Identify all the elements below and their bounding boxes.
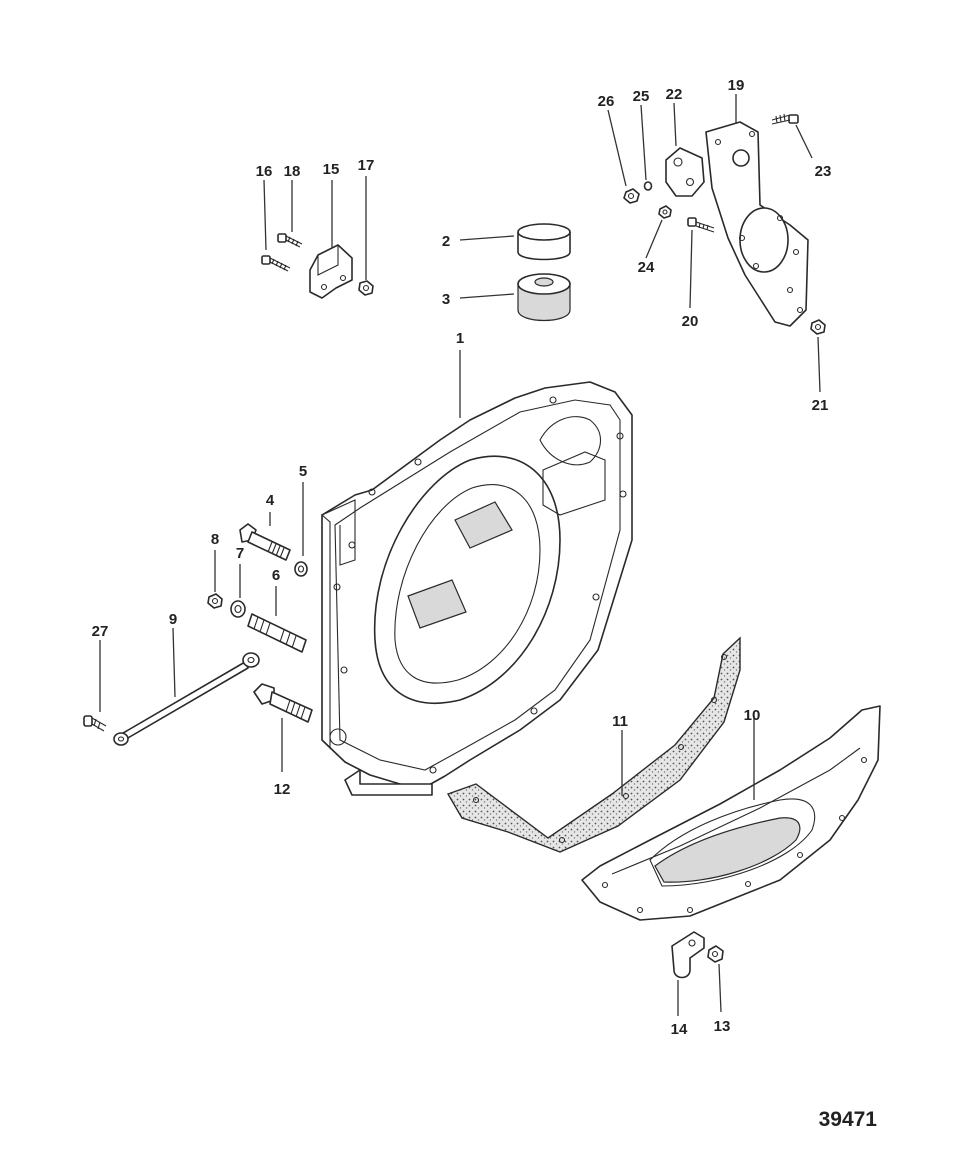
bolt-12 <box>253 683 313 723</box>
washer-5 <box>294 561 308 577</box>
bolt-18 <box>277 233 303 248</box>
callout-16: 16 <box>256 163 273 180</box>
nut-13 <box>707 945 724 963</box>
washer-7 <box>230 600 246 618</box>
callout-25: 25 <box>633 88 650 105</box>
callout-11: 11 <box>612 713 628 730</box>
callout-3: 3 <box>442 291 450 308</box>
gasket-11 <box>446 636 741 853</box>
callout-23: 23 <box>815 163 832 180</box>
callout-14: 14 <box>671 1021 688 1038</box>
callout-27: 27 <box>92 623 109 640</box>
bolt-4 <box>239 523 291 561</box>
bracket-group <box>261 233 374 299</box>
callout-17: 17 <box>358 157 375 174</box>
rubber-mount <box>517 273 571 321</box>
stud-6 <box>247 613 307 653</box>
callout-13: 13 <box>714 1018 731 1035</box>
callout-20: 20 <box>682 313 699 330</box>
nut-17 <box>358 280 374 296</box>
washer-25 <box>643 181 653 191</box>
callout-8: 8 <box>211 531 219 548</box>
nut-24 <box>658 205 672 219</box>
mount-block-22 <box>665 147 705 197</box>
figure-number: 39471 <box>819 1108 878 1131</box>
callout-4: 4 <box>266 492 275 509</box>
leader-lines <box>99 94 821 1016</box>
callout-19: 19 <box>728 77 745 94</box>
callout-6: 6 <box>272 567 280 584</box>
callout-9: 9 <box>169 611 177 628</box>
ground-cable <box>113 652 260 746</box>
callout-labels: 1 2 3 4 5 6 7 8 9 10 11 12 13 14 15 16 1… <box>92 77 832 1038</box>
mount-plate-group <box>623 113 826 335</box>
nut-21 <box>810 319 826 335</box>
sleeve-cap <box>517 223 571 261</box>
callout-7: 7 <box>236 545 244 562</box>
bolt-16 <box>261 255 291 272</box>
flywheel-housing <box>321 381 633 796</box>
clip-14 <box>671 931 705 979</box>
callout-21: 21 <box>812 397 829 414</box>
bolt-20 <box>687 217 715 233</box>
callout-15: 15 <box>323 161 340 178</box>
nut-26 <box>623 188 640 204</box>
callout-2: 2 <box>442 233 450 250</box>
callout-10: 10 <box>744 707 761 724</box>
callout-5: 5 <box>299 463 307 480</box>
fasteners-left <box>207 523 313 723</box>
bolt-23 <box>771 113 799 125</box>
callout-26: 26 <box>598 93 615 110</box>
callout-1: 1 <box>456 330 464 347</box>
callout-18: 18 <box>284 163 301 180</box>
callout-12: 12 <box>274 781 291 798</box>
screw-27 <box>83 715 107 732</box>
callout-24: 24 <box>638 259 655 276</box>
cover-10 <box>581 705 881 921</box>
callout-22: 22 <box>666 86 683 103</box>
nut-8 <box>207 593 223 609</box>
